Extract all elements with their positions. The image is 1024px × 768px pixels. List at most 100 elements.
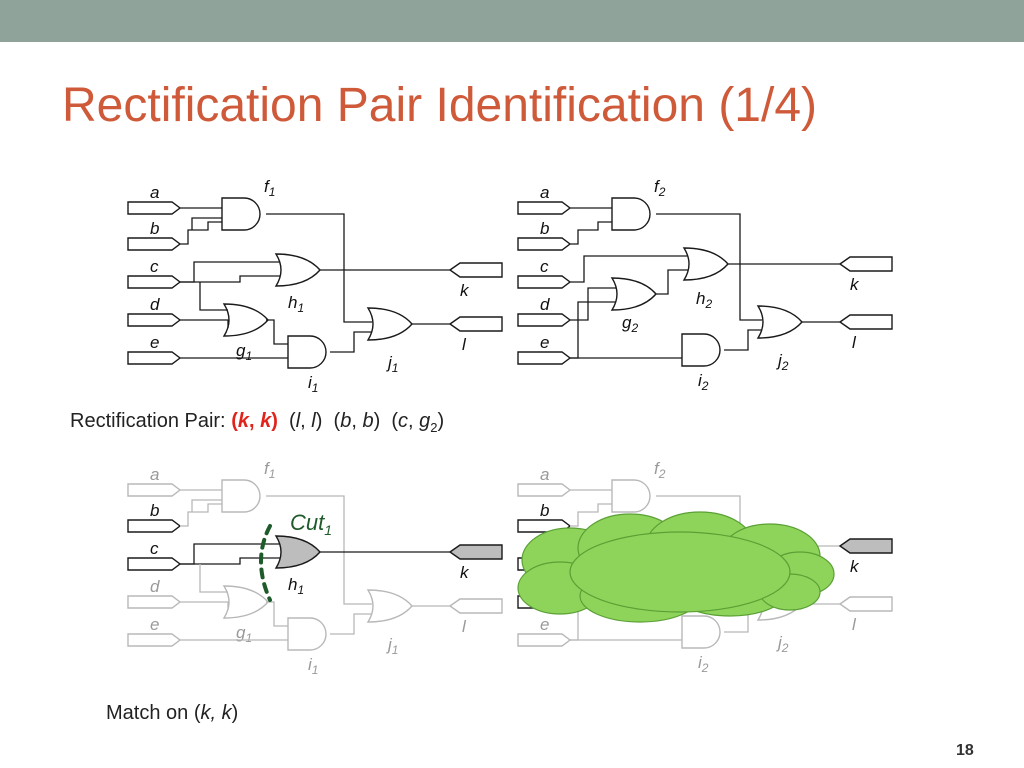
input-port-b	[127, 519, 182, 533]
wire	[266, 319, 288, 345]
gate-f	[611, 479, 651, 513]
slide-title: Rectification Pair Identification (1/4)	[62, 79, 818, 132]
output-label-k: k	[850, 557, 860, 576]
gate-g	[222, 585, 269, 619]
gate-label-j: j2	[776, 351, 789, 373]
input-port-d	[517, 313, 572, 327]
output-port-k	[448, 262, 503, 278]
gate-i	[681, 615, 721, 649]
input-port-e	[127, 351, 182, 365]
gate-label-j: j2	[776, 633, 789, 655]
wire	[180, 275, 280, 283]
wire	[570, 255, 688, 283]
rectification-pair-label: Rectification Pair:	[70, 410, 226, 432]
gate-j	[366, 589, 413, 623]
input-port-c	[127, 275, 182, 289]
wire	[180, 601, 229, 610]
gate-label-i: i2	[698, 371, 709, 393]
output-label-l: l	[852, 333, 857, 352]
input-label-c: c	[150, 257, 159, 276]
gate-label-i: i1	[308, 373, 318, 395]
wire	[180, 261, 280, 283]
pair-ll: (l, l)	[289, 410, 323, 432]
input-label-e: e	[150, 333, 159, 352]
input-label-e: e	[540, 333, 549, 352]
gate-f	[221, 479, 261, 513]
output-label-k: k	[460, 563, 470, 582]
input-label-d: d	[150, 577, 160, 596]
pair-bb: (b, b)	[333, 410, 381, 432]
input-port-e	[517, 351, 572, 365]
gate-h	[274, 253, 321, 287]
wire	[180, 557, 280, 565]
output-label-l: l	[462, 617, 467, 636]
wire	[191, 217, 222, 230]
wire	[656, 269, 688, 295]
page-number: 18	[956, 742, 974, 759]
input-port-a	[517, 201, 572, 215]
gate-j	[756, 305, 803, 339]
wire	[191, 499, 222, 512]
output-label-l: l	[852, 615, 857, 634]
match-caption: Match on (k, k)	[106, 702, 239, 724]
input-label-d: d	[150, 295, 160, 314]
wire	[724, 329, 762, 351]
wire	[180, 503, 222, 527]
output-label-k: k	[850, 275, 860, 294]
wire	[266, 213, 372, 323]
input-label-c: c	[540, 257, 549, 276]
wire	[570, 503, 612, 527]
gate-j	[366, 307, 413, 341]
input-port-b	[517, 237, 572, 251]
gate-label-g: g1	[236, 623, 252, 645]
gate-label-g: g1	[236, 341, 252, 363]
output-port-k	[838, 538, 893, 554]
output-port-k	[838, 256, 893, 272]
input-port-c	[517, 275, 572, 289]
wire	[180, 319, 229, 328]
input-label-b: b	[540, 501, 549, 520]
output-label-l: l	[462, 335, 467, 354]
gate-g	[610, 277, 657, 311]
input-port-c	[127, 557, 182, 571]
gate-f	[611, 197, 651, 231]
input-port-b	[127, 237, 182, 251]
output-port-l	[448, 316, 503, 332]
gate-i	[287, 617, 327, 651]
gate-label-i: i1	[308, 655, 318, 677]
wire	[266, 495, 372, 605]
gate-label-h: h2	[696, 289, 712, 311]
input-port-e	[127, 633, 182, 647]
wire	[180, 543, 280, 565]
input-port-a	[127, 483, 182, 497]
gate-f	[221, 197, 261, 231]
gate-label-i: i2	[698, 653, 709, 675]
wire	[266, 601, 288, 627]
gate-i	[681, 333, 721, 367]
top-bar	[0, 0, 1024, 42]
gate-i	[287, 335, 327, 369]
output-port-l	[448, 598, 503, 614]
wire	[180, 221, 222, 245]
input-label-b: b	[150, 501, 159, 520]
output-label-k: k	[460, 281, 470, 300]
input-port-d	[127, 313, 182, 327]
pair-kk: (k, k)	[231, 410, 278, 432]
gate-label-j: j1	[386, 353, 398, 375]
cut-label: Cut1	[290, 510, 332, 538]
input-label-e: e	[540, 615, 549, 634]
cloud-blob	[517, 511, 835, 623]
wire	[199, 564, 228, 593]
wire	[656, 213, 762, 321]
input-port-a	[127, 201, 182, 215]
rectification-pair-line: Rectification Pair: (k, k) (l, l) (b, b)…	[70, 410, 444, 435]
input-port-e	[517, 633, 572, 647]
wire	[570, 287, 616, 321]
input-label-a: a	[150, 465, 159, 484]
gate-label-f: f1	[264, 459, 275, 481]
output-port-k	[448, 544, 503, 560]
